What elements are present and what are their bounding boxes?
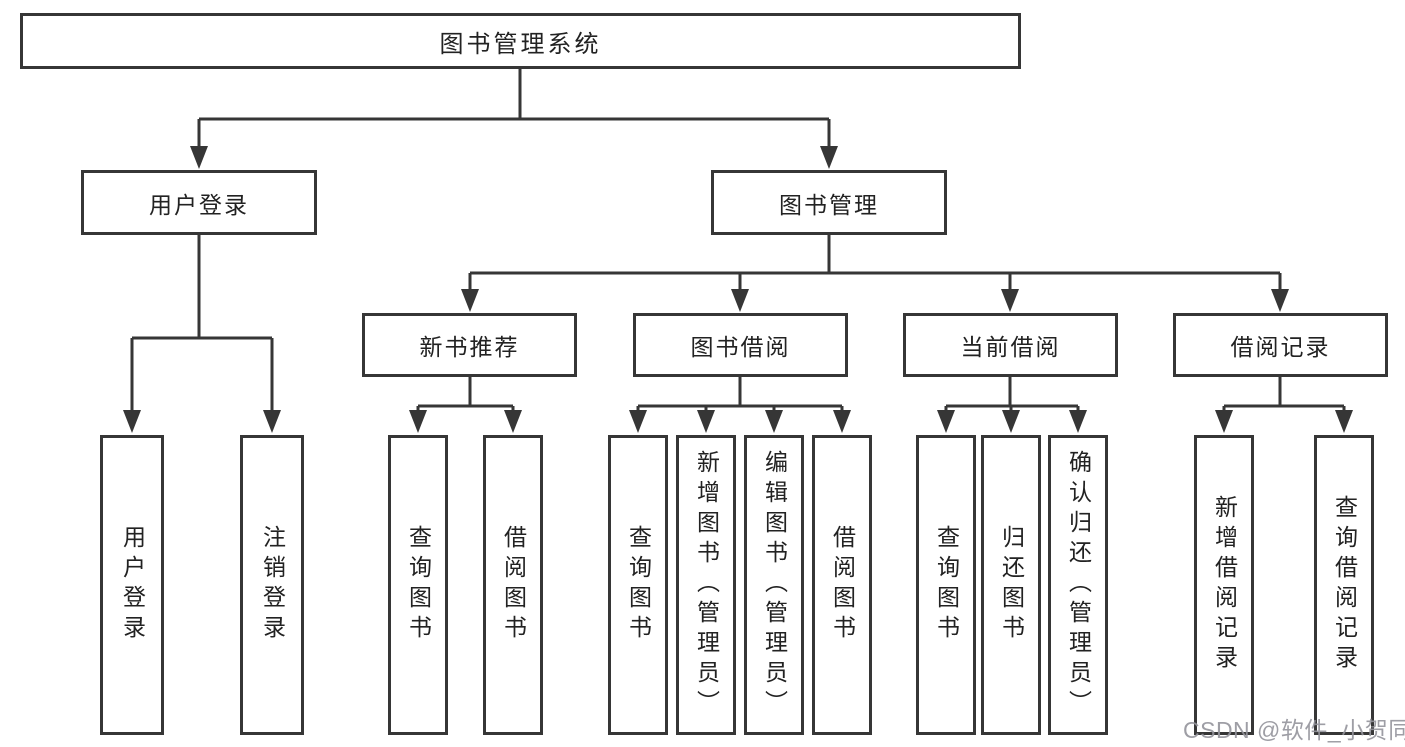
node-label: 编辑图书（管理员） bbox=[761, 450, 788, 720]
leaf-add-borrow-record: 新增借阅记录 bbox=[1194, 435, 1254, 735]
csdn-watermark: CSDN @软件_小贺同学 bbox=[1183, 717, 1405, 743]
leaf-user-login: 用户登录 bbox=[100, 435, 164, 735]
node-label: 新增图书（管理员） bbox=[693, 450, 720, 720]
node-label: 借阅图书 bbox=[829, 525, 856, 645]
node-label: 用户登录 bbox=[149, 191, 249, 218]
node-label: 查询图书 bbox=[405, 525, 432, 645]
node-label: 图书管理 bbox=[779, 191, 879, 218]
node-library-management-system: 图书管理系统 bbox=[20, 13, 1021, 69]
leaf-query-books-1: 查询图书 bbox=[388, 435, 448, 735]
node-label: 当前借阅 bbox=[960, 334, 1061, 360]
node-label: 图书借阅 bbox=[690, 334, 791, 360]
node-label: 借阅记录 bbox=[1230, 334, 1331, 360]
node-book-borrow: 图书借阅 bbox=[633, 313, 848, 377]
node-label: 图书管理系统 bbox=[439, 30, 602, 58]
node-label: 归还图书 bbox=[998, 525, 1025, 645]
leaf-borrow-books-2: 借阅图书 bbox=[812, 435, 872, 735]
node-label: 查询图书 bbox=[625, 525, 652, 645]
node-new-book-recommend: 新书推荐 bbox=[362, 313, 577, 377]
node-label: 新增借阅记录 bbox=[1211, 495, 1238, 675]
leaf-confirm-return-admin: 确认归还（管理员） bbox=[1048, 435, 1108, 735]
node-label: 新书推荐 bbox=[419, 334, 520, 360]
node-label: 借阅图书 bbox=[500, 525, 527, 645]
leaf-logout: 注销登录 bbox=[240, 435, 304, 735]
node-user-login: 用户登录 bbox=[81, 170, 317, 235]
leaf-add-books-admin: 新增图书（管理员） bbox=[676, 435, 736, 735]
node-label: 查询图书 bbox=[933, 525, 960, 645]
node-current-borrow: 当前借阅 bbox=[903, 313, 1118, 377]
leaf-edit-books-admin: 编辑图书（管理员） bbox=[744, 435, 804, 735]
node-label: 查询借阅记录 bbox=[1331, 495, 1358, 675]
leaf-borrow-books-1: 借阅图书 bbox=[483, 435, 543, 735]
node-label: 用户登录 bbox=[119, 525, 146, 645]
leaf-query-books-3: 查询图书 bbox=[916, 435, 976, 735]
node-label: 注销登录 bbox=[259, 525, 286, 645]
node-book-management: 图书管理 bbox=[711, 170, 947, 235]
node-label: 确认归还（管理员） bbox=[1065, 450, 1092, 720]
leaf-query-books-2: 查询图书 bbox=[608, 435, 668, 735]
leaf-return-books: 归还图书 bbox=[981, 435, 1041, 735]
node-borrow-record: 借阅记录 bbox=[1173, 313, 1388, 377]
leaf-query-borrow-record: 查询借阅记录 bbox=[1314, 435, 1374, 735]
